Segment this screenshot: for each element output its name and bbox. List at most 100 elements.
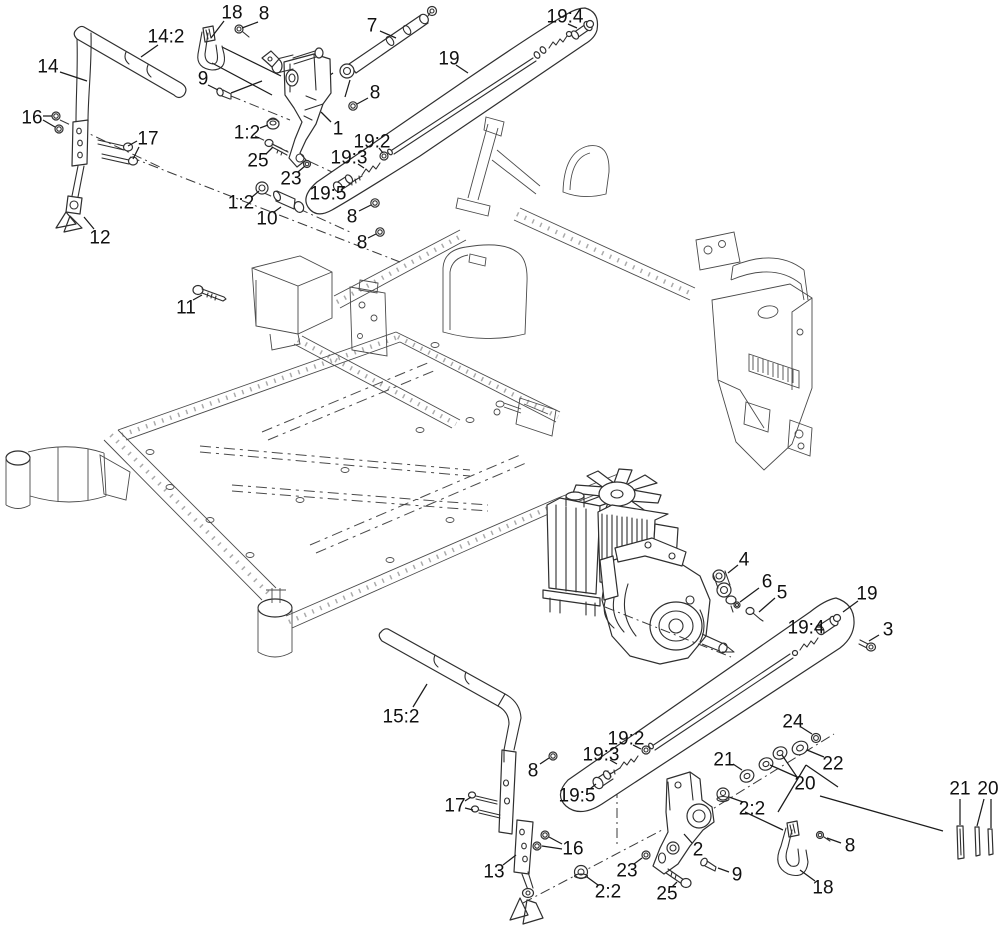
callout-leader [548, 836, 563, 845]
callout-leader [589, 783, 597, 790]
callout-label-21-38: 21 [949, 779, 970, 800]
callout-label-19-5-17: 19:5 [310, 184, 347, 205]
callout-leader [732, 763, 743, 771]
upper-cable-nut-19-2-top [533, 46, 547, 59]
callout-label-14-6: 14 [37, 57, 59, 78]
callout-label-1-2-10: 1:2 [234, 123, 260, 144]
callout-label-24-31: 24 [782, 712, 804, 733]
callout-leader [541, 845, 563, 850]
callout-label-16-43: 16 [562, 839, 583, 860]
frame-rail-upper-left [333, 229, 467, 309]
callout-leader [868, 634, 880, 642]
callout-label-5-26: 5 [777, 583, 788, 604]
washer-21 [739, 769, 755, 783]
bolt-3 [858, 639, 877, 652]
callout-label-8-1: 8 [259, 4, 270, 25]
lower-control-lever-assembly [378, 628, 550, 925]
bolt-11 [192, 284, 227, 302]
callout-label-8-20: 8 [347, 207, 358, 228]
callout-label-3-29: 3 [883, 620, 894, 641]
callout-label-15-2-30: 15:2 [383, 707, 420, 728]
bracket-2 [652, 771, 715, 875]
frame-rail-to-tower [513, 207, 696, 301]
callout-leader [567, 23, 578, 29]
nut-8-f [548, 751, 558, 761]
spacer-10 [272, 190, 305, 213]
nut-8-b [348, 101, 358, 111]
bolt-5 [745, 606, 764, 622]
nut-8-c [370, 198, 380, 208]
bolt-25-top [264, 138, 289, 156]
upper-cable-nut-19-2 [379, 148, 393, 161]
handle-grip-15-2 [378, 628, 506, 707]
frame-bumper-box [251, 255, 333, 351]
lower-cable-assembly [548, 597, 877, 813]
lower-cable-wire [651, 653, 794, 751]
nuts-16-lower [532, 830, 550, 851]
callout-leader [671, 881, 678, 888]
callout-leader [464, 796, 472, 802]
washer-23-top [302, 159, 312, 169]
callout-label-17-41: 17 [444, 796, 465, 817]
callout-label-23-46: 23 [616, 861, 637, 882]
callout-leader [357, 163, 365, 169]
bolt-25-bottom [665, 868, 692, 889]
upper-cable-assembly [305, 7, 599, 215]
pin-9-top [216, 87, 232, 100]
frame-deck [103, 331, 623, 629]
engine-assembly [542, 468, 735, 665]
callout-label-8-8: 8 [370, 83, 381, 104]
frame-pivot-bracket [493, 397, 557, 437]
callout-label-1-12: 1 [333, 119, 344, 140]
callout-leader [59, 71, 88, 82]
bolt-8-bottom [815, 830, 831, 842]
callout-label-8-22: 8 [357, 233, 368, 254]
callout-leader [683, 833, 693, 844]
callout-leader [259, 124, 269, 129]
frame-front-post [257, 588, 293, 658]
callout-leader [320, 111, 332, 123]
washer-20-a [758, 757, 774, 771]
callout-leader [826, 837, 842, 844]
reference-pin-20-a [974, 826, 981, 857]
callout-label-19-5: 19 [438, 49, 459, 70]
bushing-2-2-right [716, 787, 730, 803]
callout-leader [83, 216, 95, 230]
upper-cable-spring-19-3-top [548, 35, 568, 49]
hydro-pump [599, 537, 735, 665]
bushing-1-2-upper [266, 117, 280, 130]
upper-pivot-bracket-assembly [197, 24, 385, 237]
lower-cable-nut-19-2 [641, 742, 654, 755]
frame-front-beam [27, 446, 131, 503]
lower-cable-spring-19-3-top [799, 637, 819, 651]
lower-cable-housing-outline [559, 597, 855, 813]
callout-leader [207, 84, 219, 91]
callout-leader [340, 186, 345, 191]
washer-6 [733, 601, 741, 609]
clamp-18-top [197, 25, 226, 71]
callout-leader [127, 140, 138, 147]
pivot-pins-17 [97, 139, 139, 166]
pin-9-bottom [700, 857, 717, 872]
callout-leader [800, 726, 813, 735]
lower-link-13 [509, 819, 544, 925]
callout-label-14-2-2: 14:2 [148, 27, 185, 48]
lever-arm-15 [497, 693, 522, 835]
callout-leader [412, 683, 428, 708]
reference-pin-20-b [987, 828, 994, 856]
callout-label-9-7: 9 [198, 69, 209, 90]
callout-label-8-48: 8 [845, 836, 856, 857]
callout-label-20-39: 20 [977, 779, 998, 800]
callout-leader [586, 876, 599, 886]
washer-23-bottom [641, 850, 651, 860]
callout-leader [192, 294, 203, 301]
callout-leader [356, 97, 369, 105]
upper-cable-connector [565, 30, 573, 38]
upper-cable-end-fitting-19-4 [570, 19, 595, 40]
pin-size-reference [956, 825, 994, 860]
callout-leader [378, 147, 384, 154]
callout-label-19-3-34: 19:3 [583, 745, 620, 766]
callout-label-18-51: 18 [812, 878, 833, 899]
